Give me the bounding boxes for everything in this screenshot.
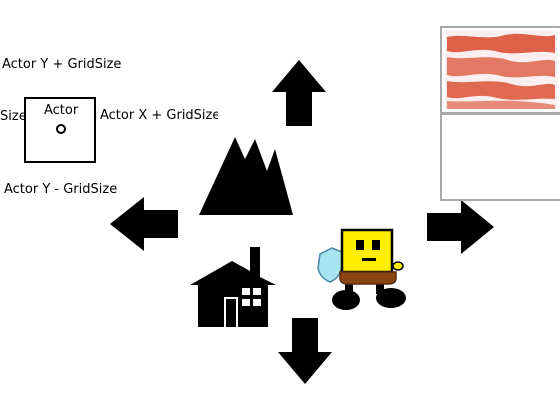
label-actor-y-minus: Actor Y - GridSize	[4, 182, 118, 197]
actor-box-title: Actor	[44, 103, 79, 118]
label-size-fragment: Size	[0, 109, 27, 124]
house-icon[interactable]	[190, 245, 280, 329]
arrow-right-icon[interactable]	[427, 199, 495, 257]
mountain-icon[interactable]	[197, 133, 295, 217]
actor-box: Actor	[24, 97, 96, 163]
thumbnail-panel-paint[interactable]	[440, 26, 560, 114]
arrow-left-icon[interactable]	[110, 196, 180, 254]
arrow-down-icon[interactable]	[276, 318, 334, 386]
actor-origin-dot	[56, 124, 66, 134]
label-actor-x-plus: Actor X + GridSize	[100, 109, 218, 122]
paint-stroke-icon	[445, 31, 557, 109]
thumbnail-panel-blank[interactable]	[440, 113, 560, 201]
arrow-up-icon[interactable]	[270, 60, 328, 128]
label-actor-y-plus: Actor Y + GridSize	[2, 57, 122, 72]
character-sprite[interactable]	[312, 228, 412, 314]
